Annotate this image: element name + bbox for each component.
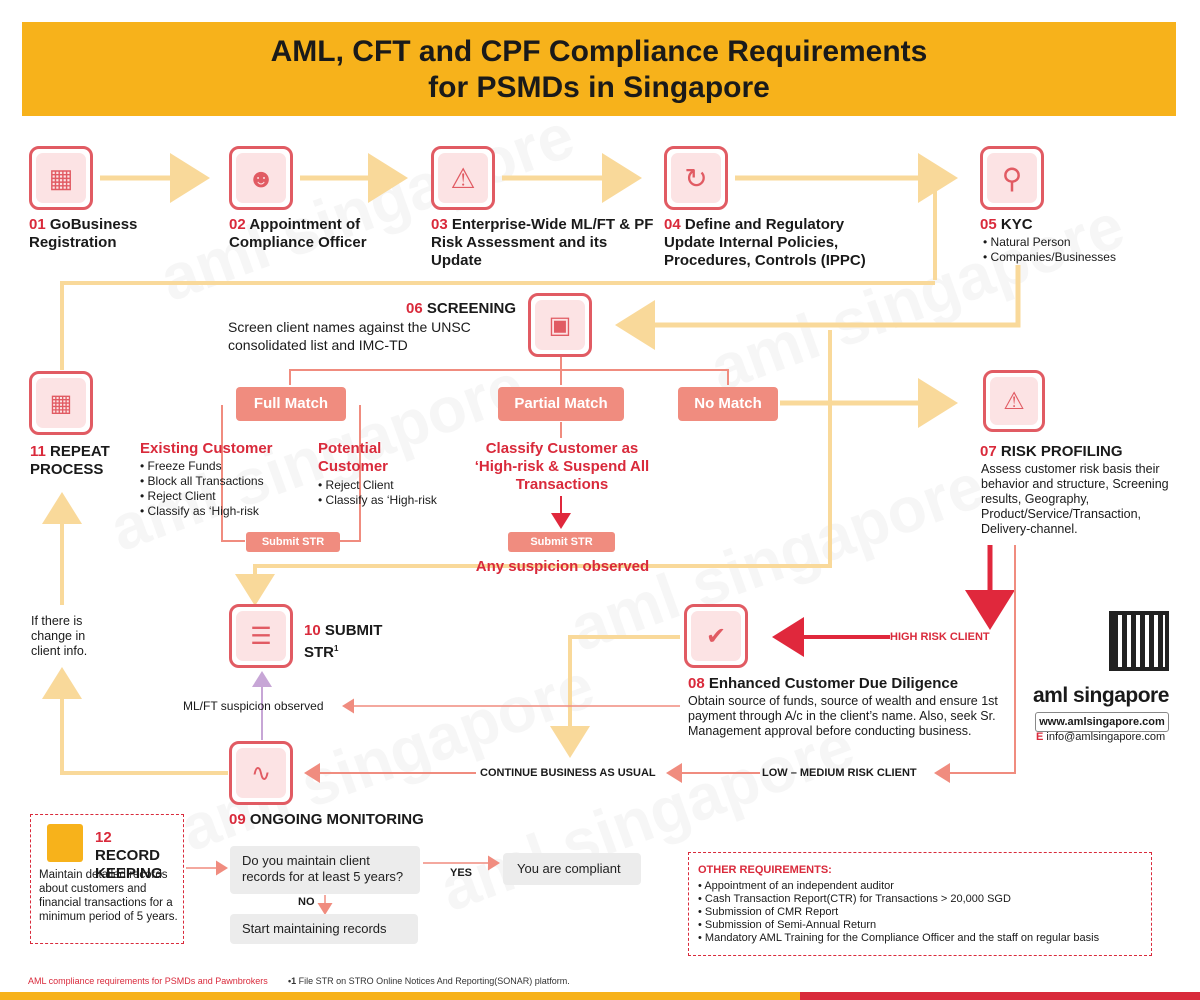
registration-icon: ▦	[29, 146, 93, 210]
record-keeping-box	[30, 814, 184, 944]
other-requirements-list: Appointment of an independent auditor Ca…	[698, 880, 1148, 945]
footer-bar-yellow	[0, 992, 400, 1000]
screening-description: Screen client names against the UNSC con…	[228, 319, 471, 353]
qr-code[interactable]	[1109, 611, 1169, 671]
list-item: Block all Transactions	[140, 474, 300, 489]
list-item: Natural Person	[983, 235, 1163, 250]
step-01-label: 01 GoBusiness Registration	[29, 216, 138, 251]
email-line[interactable]: E info@amlsingapore.com	[1036, 731, 1166, 743]
screening-scan-icon: ▣	[528, 293, 592, 357]
other-requirements-box	[688, 852, 1152, 956]
step-09-label: 09 ONGOING MONITORING	[229, 811, 424, 828]
high-risk-label: HIGH RISK CLIENT	[890, 631, 990, 643]
policy-update-icon: ↻	[664, 146, 728, 210]
footnote: •1 File STR on STRO Online Notices And R…	[288, 976, 570, 986]
submit-str-icon: ☰	[229, 604, 293, 668]
step-12-label: 12 RECORD KEEPING	[95, 829, 163, 882]
existing-customer-list: Freeze Funds Block all Transactions Reje…	[140, 459, 300, 519]
edd-description: Obtain source of funds, source of wealth…	[688, 694, 998, 738]
step-04-label: 04 Define and Regulatory Update Internal…	[664, 216, 866, 269]
partial-match-action: Classify Customer as ‘High-risk & Suspen…	[474, 440, 650, 493]
step-11-label: 11 REPEAT PROCESS	[30, 443, 110, 478]
website-link[interactable]: www.amlsingapore.com	[1035, 712, 1169, 732]
list-item: Freeze Funds	[140, 459, 300, 474]
start-records-box: Start maintaining records	[230, 914, 418, 944]
list-item: Companies/Businesses	[983, 250, 1163, 265]
other-requirements-title: OTHER REQUIREMENTS:	[698, 864, 832, 876]
existing-customer-heading: Existing Customer	[140, 440, 273, 457]
step-10-label: 10 SUBMIT STR1	[304, 622, 383, 661]
records-question-box: Do you maintain client records for at le…	[230, 846, 420, 894]
monitoring-pulse-icon: ∿	[229, 741, 293, 805]
potential-customer-heading: Potential Customer	[318, 440, 389, 475]
due-diligence-icon: ✔	[684, 604, 748, 668]
repeat-process-icon: ▦	[29, 371, 93, 435]
kyc-list: Natural Person Companies/Businesses	[983, 235, 1163, 265]
list-item: Submission of CMR Report	[698, 906, 1148, 919]
risk-profiling-description: Assess customer risk basis their behavio…	[981, 462, 1169, 536]
record-keeping-description: Maintain detailed records about customer…	[39, 869, 178, 923]
kyc-search-icon: ⚲	[980, 146, 1044, 210]
footer-bar-orange	[400, 992, 800, 1000]
list-item: Classify as ‘High-risk	[140, 504, 300, 519]
step-08-label: 08 Enhanced Customer Due Diligence	[688, 675, 959, 692]
low-medium-risk-label: LOW – MEDIUM RISK CLIENT	[762, 767, 917, 779]
footer-caption: AML compliance requirements for PSMDs an…	[28, 976, 268, 986]
step-07-label: 07 RISK PROFILING	[980, 443, 1123, 460]
page-title-line1: AML, CFT and CPF Compliance Requirements	[270, 35, 928, 68]
brand-logo: aml singapore	[1033, 684, 1169, 707]
list-item: Mandatory AML Training for the Complianc…	[698, 932, 1148, 945]
list-item: Appointment of an independent auditor	[698, 880, 1148, 893]
full-match-pill: Full Match	[236, 387, 346, 421]
list-item: Submission of Semi-Annual Return	[698, 919, 1148, 932]
footer-bar-red	[800, 992, 1200, 1000]
no-match-pill: No Match	[678, 387, 778, 421]
suspicion-label: Any suspicion observed	[475, 558, 650, 575]
compliant-box: You are compliant	[503, 853, 641, 885]
change-info-label: If there is change in client info.	[31, 614, 88, 658]
submit-str-button: Submit STR	[246, 532, 340, 552]
step-02-label: 02 Appointment of Compliance Officer	[229, 216, 367, 251]
list-item: Reject Client	[140, 489, 300, 504]
list-item: Cash Transaction Report(CTR) for Transac…	[698, 893, 1148, 906]
risk-profiling-icon: ⚠	[983, 370, 1045, 432]
step-03-label: 03 Enterprise-Wide ML/FT & PF Risk Asses…	[431, 216, 654, 269]
risk-warning-icon: ⚠	[431, 146, 495, 210]
submit-str-button: Submit STR	[508, 532, 615, 552]
list-item: Classify as ‘High-risk	[318, 493, 468, 508]
yes-label: YES	[450, 867, 473, 879]
partial-match-pill: Partial Match	[498, 387, 624, 421]
step-06-label: 06 SCREENING	[406, 300, 517, 317]
no-label: NO	[298, 896, 315, 908]
mlft-suspicion-label: ML/FT suspicion observed	[183, 699, 324, 713]
continue-business-label: CONTINUE BUSINESS AS USUAL	[480, 767, 656, 779]
list-item: Reject Client	[318, 478, 468, 493]
title-banner: AML, CFT and CPF Compliance Requirements…	[22, 22, 1176, 116]
page-title-line2: for PSMDs in Singapore	[428, 71, 770, 104]
potential-customer-list: Reject Client Classify as ‘High-risk	[318, 478, 468, 508]
folder-icon	[47, 824, 83, 862]
compliance-officer-icon: ☻	[229, 146, 293, 210]
step-05-label: 05 KYC	[980, 216, 1033, 233]
